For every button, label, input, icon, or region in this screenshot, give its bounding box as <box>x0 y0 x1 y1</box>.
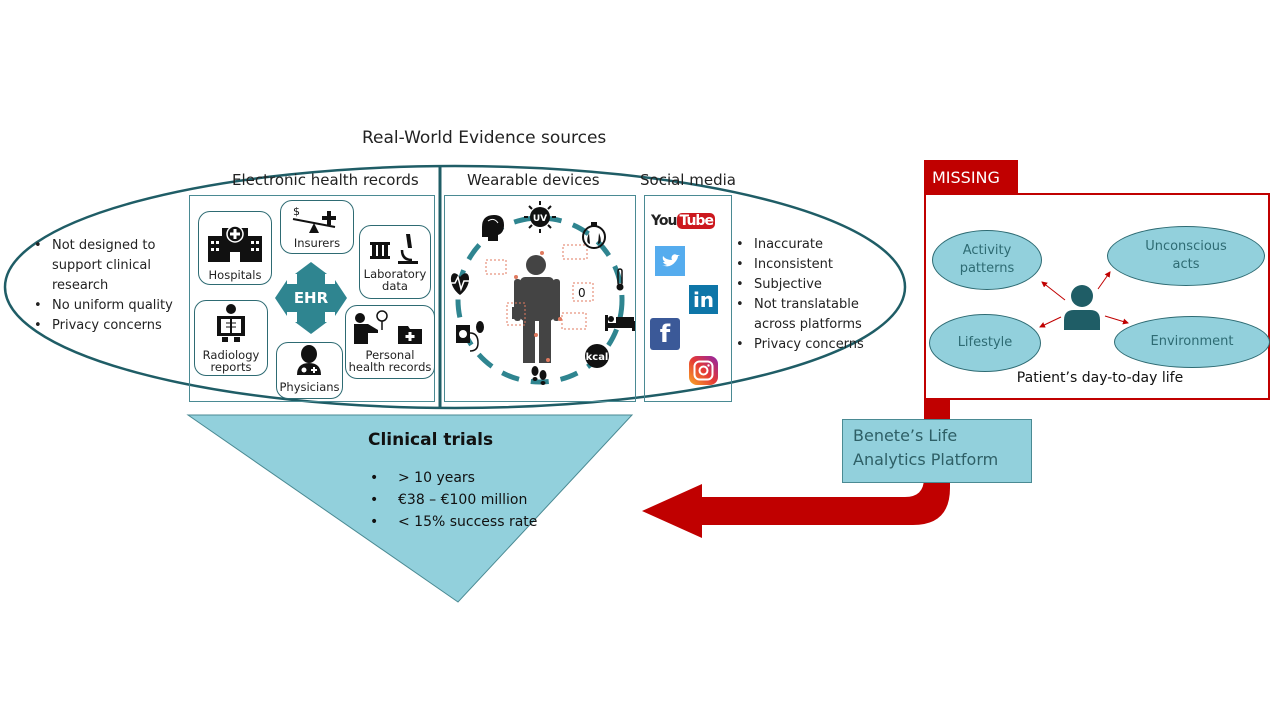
card-label: Insurers <box>293 236 341 250</box>
doctor-icon <box>297 345 321 375</box>
youtube-icon: You Tube <box>651 211 715 231</box>
brain-icon <box>482 215 504 241</box>
linkedin-label: in <box>692 287 715 312</box>
ehr-hub: EHR <box>275 262 347 334</box>
social-panel <box>644 195 732 402</box>
dashed-ring <box>455 215 625 385</box>
clinical-trials-item: > 10 years <box>370 467 590 489</box>
oval-unconscious-acts: Unconscious acts <box>1107 226 1265 286</box>
oval-label: Environment <box>1150 334 1234 349</box>
clinical-trials-title: Clinical trials <box>368 430 494 450</box>
youtube-label-tube: Tube <box>677 213 715 229</box>
drawback-item: Inaccurate <box>736 235 896 255</box>
platform-box: Benete’s Life Analytics Platform <box>842 419 1032 483</box>
linkedin-icon: in <box>689 285 718 314</box>
arrow-to-unconscious <box>1097 271 1111 290</box>
clinical-trials-item: < 15% success rate <box>370 511 590 533</box>
oval-environment: Environment <box>1114 316 1270 368</box>
ehr-section-title: Electronic health records <box>232 171 419 189</box>
card-personal-health-records: Personal health records <box>345 305 435 379</box>
drawback-item: No uniform quality <box>34 296 194 316</box>
drawback-item: Privacy concerns <box>34 316 194 336</box>
oval-label: Unconscious acts <box>1145 239 1227 272</box>
sleep-bed-icon <box>605 315 635 331</box>
social-section-title: Social media <box>640 171 736 189</box>
ehr-arrows-icon <box>275 262 347 334</box>
oval-label: Lifestyle <box>957 335 1013 350</box>
rwe-ellipse <box>3 164 907 410</box>
heart-rate-icon <box>450 273 470 295</box>
card-radiology: Radiology reports <box>194 300 268 376</box>
drawback-item: Inconsistent <box>736 255 896 275</box>
ehr-drawbacks-list: Not designed to support clinical researc… <box>34 236 194 336</box>
missing-tab: MISSING <box>924 160 1018 195</box>
card-insurers: $ Insurers <box>280 200 354 254</box>
card-label: Laboratory data <box>363 267 427 293</box>
uv-icon: UV <box>524 201 556 233</box>
card-physicians: Physicians <box>276 342 343 399</box>
wearables-section-title: Wearable devices <box>467 171 600 189</box>
red-arrow <box>642 398 950 538</box>
hospital-icon <box>208 225 262 262</box>
kcal-icon: kcal <box>585 344 609 368</box>
thermometer-icon <box>616 268 624 291</box>
blood-pressure-icon <box>456 321 484 352</box>
clinical-trials-item: €38 – €100 million <box>370 489 590 511</box>
card-hospitals: Hospitals <box>198 211 272 285</box>
scale-icon: $ <box>292 205 336 233</box>
drawback-item: Subjective <box>736 275 896 295</box>
card-label: Physicians <box>279 380 340 394</box>
platform-line2: Analytics Platform <box>853 450 999 469</box>
microscope-icon <box>370 234 418 264</box>
arrow-to-activity <box>1041 281 1066 301</box>
svg-text:$: $ <box>293 205 300 218</box>
arrow-to-environment <box>1104 315 1129 325</box>
facebook-label: f <box>659 320 671 348</box>
footsteps-icon <box>531 366 547 385</box>
patient-caption: Patient’s day-to-day life <box>1016 370 1184 386</box>
twitter-icon <box>655 246 685 276</box>
device-reading: 0 <box>578 286 586 300</box>
wearables-panel <box>444 195 636 402</box>
card-label: Hospitals <box>208 268 262 282</box>
youtube-label-you: You <box>651 213 677 229</box>
ehr-label: EHR <box>293 289 329 307</box>
drawback-item: Privacy concerns <box>736 335 896 355</box>
lungs-stopwatch-icon <box>582 222 606 249</box>
svg-text:UV: UV <box>533 214 547 224</box>
oval-label: Activity patterns <box>959 243 1015 276</box>
clinical-trials-list: > 10 years €38 – €100 million < 15% succ… <box>370 467 590 533</box>
platform-line1: Benete’s Life <box>853 426 958 445</box>
person-figure <box>514 255 560 363</box>
card-laboratory: Laboratory data <box>359 225 431 299</box>
instagram-icon <box>689 356 718 385</box>
patient-diagram <box>1039 271 1129 330</box>
svg-text:kcal: kcal <box>586 352 609 363</box>
health-record-icon <box>354 310 422 344</box>
card-label: Radiology reports <box>202 348 260 374</box>
drawback-item: Not designed to support clinical researc… <box>34 236 194 296</box>
oval-activity-patterns: Activity patterns <box>932 230 1042 290</box>
drawback-item: Not translatable across platforms <box>736 295 896 335</box>
wearables-illustration: 0 UV kcal <box>450 201 635 385</box>
xray-icon <box>217 304 245 342</box>
facebook-icon: f <box>650 318 680 350</box>
card-label: Personal health records <box>348 348 432 374</box>
oval-lifestyle: Lifestyle <box>929 314 1041 372</box>
patient-icon <box>1064 285 1100 330</box>
arrow-to-lifestyle <box>1039 316 1062 328</box>
social-drawbacks-list: Inaccurate Inconsistent Subjective Not t… <box>736 235 896 355</box>
page-title: Real-World Evidence sources <box>362 128 607 148</box>
ehr-panel <box>189 195 435 402</box>
